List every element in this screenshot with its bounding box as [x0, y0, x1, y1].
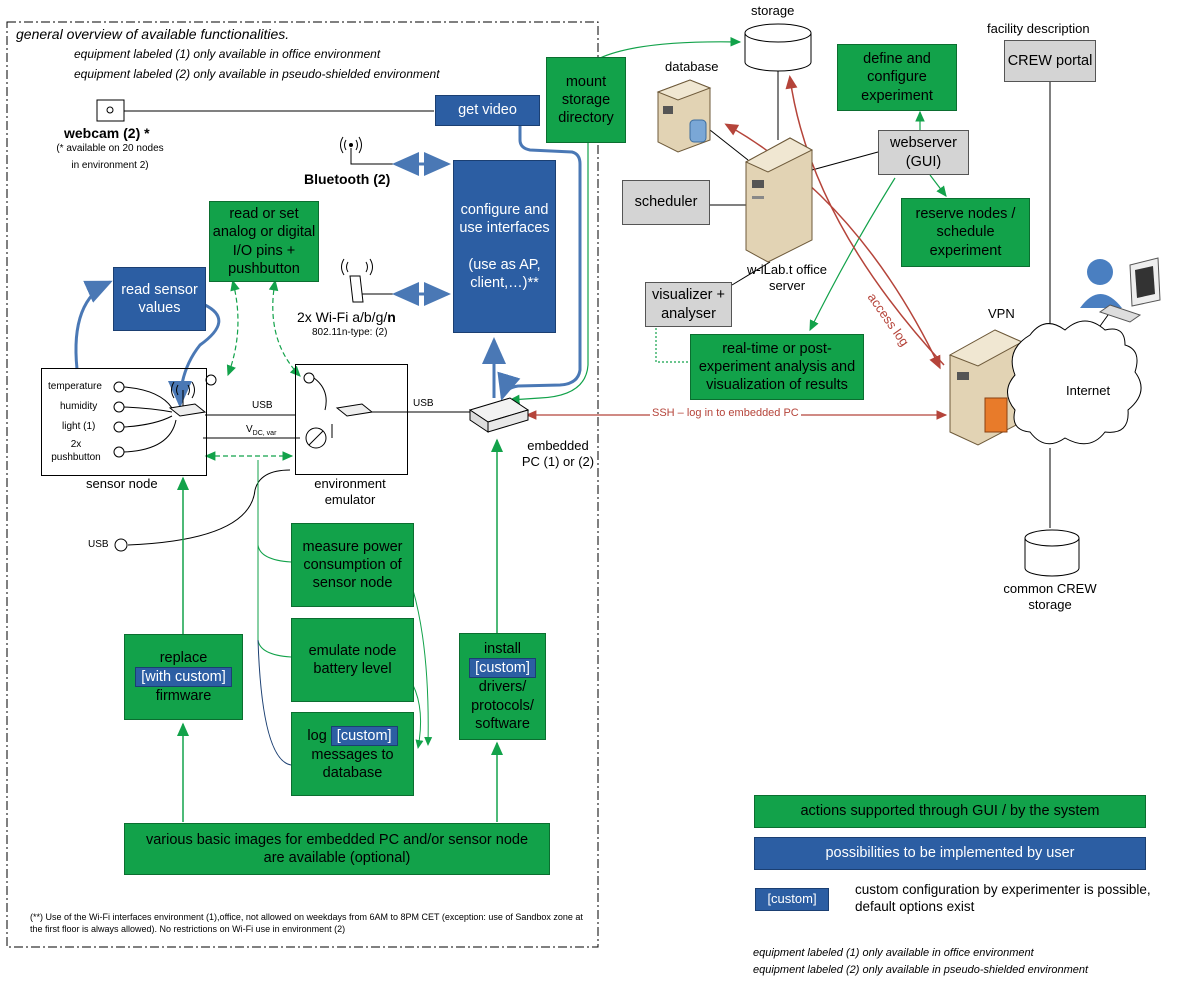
webserver-box: webserver (GUI)	[878, 130, 969, 175]
environment-emulator-box	[295, 364, 408, 475]
log-custom-chip: [custom]	[330, 725, 398, 746]
replace-post: firmware	[155, 688, 212, 705]
webcam-label: webcam (2) *	[64, 125, 150, 141]
configure-interfaces-box: configure and use interfaces (use as AP,…	[453, 160, 556, 333]
replace-firmware-box: replace [with custom] firmware	[124, 634, 243, 720]
monitor-icon	[1098, 257, 1161, 323]
read-pins-box: read or set analog or digital I/O pins +…	[209, 201, 319, 282]
configure-line-1: configure and use interfaces	[459, 202, 550, 237]
facility-label: facility description	[987, 21, 1090, 36]
legend-green: actions supported through GUI / by the s…	[754, 795, 1146, 828]
replace-pre: replace	[159, 649, 208, 666]
user-icon	[1080, 259, 1122, 308]
office-server-label: w-iLab.t office server	[747, 262, 827, 294]
header-note-1: equipment labeled (1) only available in …	[74, 47, 381, 61]
vpn-label: VPN	[988, 306, 1015, 321]
webcam-icon	[96, 99, 125, 122]
usb-label-2: USB	[413, 398, 434, 409]
wifi-antenna-icon	[341, 258, 373, 303]
scheduler-box: scheduler	[622, 180, 710, 225]
database-label: database	[665, 59, 719, 74]
wifi-label: 2x Wi-Fi a/b/g/n	[297, 309, 396, 325]
install-custom-chip: [custom]	[469, 658, 536, 679]
crew-portal-box: CREW portal	[1004, 40, 1096, 82]
log-pre: log	[307, 727, 327, 744]
measure-power-box: measure power consumption of sensor node	[291, 523, 414, 607]
sensor-node-box	[41, 368, 207, 476]
footnote: (**) Use of the Wi-Fi interfaces environ…	[30, 912, 583, 934]
diagram-title: general overview of available functional…	[16, 26, 290, 42]
replace-custom-chip: [with custom]	[135, 666, 232, 688]
legend-blue: possibilities to be implemented by user	[754, 837, 1146, 870]
legend-custom-text: custom configuration by experimenter is …	[855, 882, 1151, 914]
vpn-server-icon	[948, 329, 1024, 446]
sensor-node-label: sensor node	[86, 476, 158, 491]
sensor-humidity: humidity	[60, 401, 98, 412]
vdc-label: VDC, var	[246, 424, 277, 437]
internet-label: Internet	[1066, 383, 1111, 398]
webcam-note-1: (* available on 20 nodes	[56, 143, 164, 154]
environment-emulator-label: environment emulator	[314, 476, 386, 508]
get-video-box: get video	[435, 95, 540, 126]
install-pre: install	[483, 641, 522, 658]
bluetooth-antenna-icon	[340, 136, 362, 154]
sensor-temperature: temperature	[48, 381, 102, 392]
legend-custom-chip: [custom]	[755, 888, 829, 911]
reserve-nodes-box: reserve nodes / schedule experiment	[901, 198, 1030, 267]
wifi-sub-label: 802.11n-type: (2)	[312, 327, 388, 338]
configure-line-2: (use as AP, client,…)**	[468, 256, 541, 291]
webcam-note-2: in environment 2)	[71, 160, 149, 171]
storage-label: storage	[751, 3, 795, 18]
sensor-light: light (1)	[62, 421, 96, 432]
install-drivers-box: install [custom] drivers/ protocols/ sof…	[459, 633, 546, 740]
common-storage-icon	[1024, 529, 1080, 577]
read-sensor-box: read sensor values	[113, 267, 206, 331]
internet-cloud-icon	[1007, 320, 1142, 445]
log-messages-box: log [custom] messages to database	[291, 712, 414, 796]
mount-storage-box: mount storage directory	[546, 57, 626, 143]
realtime-analysis-box: real-time or post-experiment analysis an…	[690, 334, 864, 400]
legend-note-2: equipment labeled (2) only available in …	[753, 964, 1089, 976]
install-post: drivers/ protocols/ software	[471, 679, 534, 732]
storage-icon	[744, 23, 812, 72]
basic-images-box: various basic images for embedded PC and…	[124, 823, 550, 875]
embedded-pc-label: embedded PC (1) or (2)	[521, 438, 595, 470]
visualizer-box: visualizer + analyser	[645, 282, 732, 327]
office-server-icon	[744, 137, 814, 263]
common-storage-label: common CREW storage	[1003, 581, 1097, 613]
usb-label-1: USB	[252, 400, 273, 411]
log-post: messages to database	[311, 746, 394, 782]
ssh-label: SSH – log in to embedded PC	[650, 407, 801, 421]
bluetooth-label: Bluetooth (2)	[304, 171, 391, 187]
usb-label-3: USB	[88, 539, 109, 550]
define-experiment-box: define and configure experiment	[837, 44, 957, 111]
legend-note-1: equipment labeled (1) only available in …	[753, 947, 1034, 959]
database-server-icon	[656, 79, 712, 153]
header-note-2: equipment labeled (2) only available in …	[74, 67, 440, 81]
embedded-pc-icon	[468, 397, 530, 433]
sensor-pushbutton: 2x pushbutton	[51, 439, 101, 463]
emulate-battery-box: emulate node battery level	[291, 618, 414, 702]
